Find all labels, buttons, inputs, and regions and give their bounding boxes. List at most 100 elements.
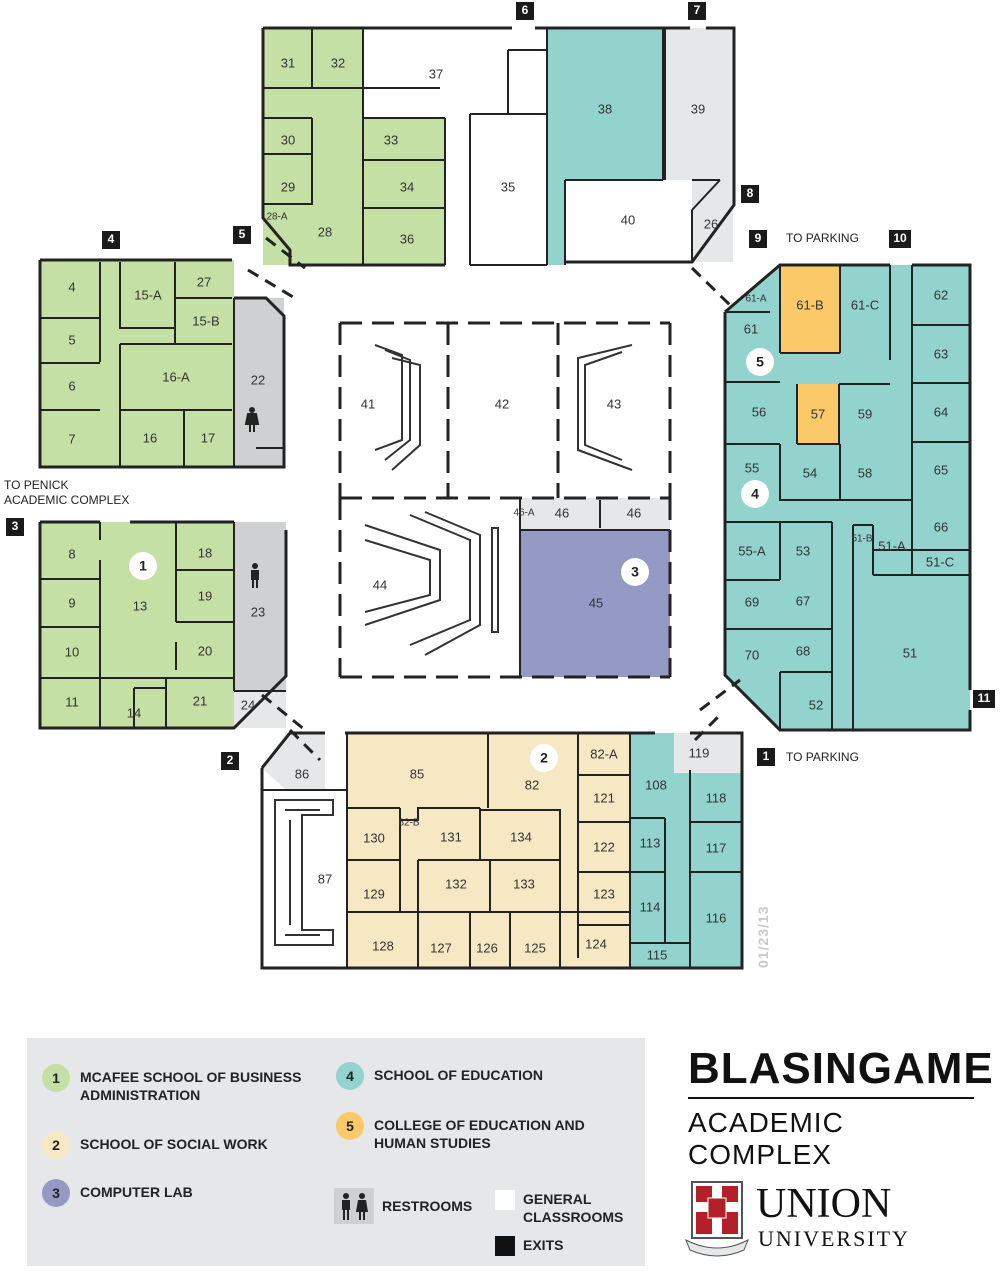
room-label: 35: [501, 179, 515, 194]
legend-bullet: 4: [336, 1062, 364, 1090]
room-label: 51-B: [851, 534, 872, 545]
east-wing: 61-A 61 61-B 61-C 62 63 64 65 66 56 57 5…: [723, 263, 972, 732]
exit-marker: 8: [747, 186, 754, 200]
legend-item-exits: EXITS: [495, 1236, 563, 1256]
room-label: 57: [811, 406, 825, 421]
room-label: 134: [510, 829, 532, 844]
room-label: 61-A: [745, 294, 766, 305]
room-label: 30: [281, 132, 295, 147]
brand-subtitle: ACADEMIC COMPLEX: [688, 1107, 844, 1170]
west-wing-south: 8 9 10 11 13 14 18 19 20 21 23 24: [38, 520, 288, 730]
room-label: 4: [68, 279, 75, 294]
room-label: 37: [429, 66, 443, 81]
exit-marker: 5: [239, 227, 246, 241]
room-label: 43: [607, 396, 621, 411]
room-label: 113: [640, 835, 661, 850]
university-name: UNION: [756, 1181, 892, 1227]
room-label: 123: [593, 886, 615, 901]
room-label: 51: [903, 645, 917, 660]
exit-marker: 10: [893, 231, 907, 245]
room-label: 124: [585, 936, 607, 951]
room-label: 18: [198, 545, 212, 560]
room-label: 13: [133, 598, 147, 613]
room-label: 85: [410, 766, 424, 781]
room-label: 15-A: [134, 287, 162, 302]
room-label: 16: [143, 430, 157, 445]
exit-markers: 1 2 3 4 5 6 7 8 9 10 11: [6, 2, 995, 770]
room-label: 14: [127, 705, 141, 720]
brand-block: BLASINGAME ACADEMIC COMPLEX: [688, 1044, 994, 1171]
room-label: 53: [796, 543, 810, 558]
room-label: 108: [645, 777, 667, 792]
room-label: 45: [589, 595, 603, 610]
room-label: 7: [68, 431, 75, 446]
brand-title: BLASINGAME: [688, 1044, 994, 1093]
exit-marker: 4: [108, 232, 115, 246]
room-label: 65: [934, 462, 948, 477]
exit-marker: 7: [694, 3, 701, 17]
legend-label: SCHOOL OF EDUCATION: [374, 1067, 544, 1083]
room-label: 33: [384, 132, 398, 147]
legend-bullet: 3: [42, 1179, 70, 1207]
room-label: 29: [281, 179, 295, 194]
legend-item-restrooms: RESTROOMS: [334, 1188, 472, 1224]
room-label: 82-A: [590, 746, 618, 761]
west-wing-north: 4 5 6 7 15-A 15-B 16-A 16 17 27 22: [38, 258, 286, 469]
zone-marker: 5: [756, 354, 764, 370]
room-label: 38: [598, 101, 612, 116]
room-label: 55-A: [738, 543, 766, 558]
legend-label: RESTROOMS: [382, 1198, 473, 1214]
room-label: 36: [400, 231, 414, 246]
zone-markers: 1 2 3 4 5: [129, 348, 774, 772]
room-label: 16-A: [162, 369, 190, 384]
room-label: 10: [65, 644, 79, 659]
exit-marker: 6: [522, 3, 529, 17]
room-label: 133: [513, 876, 535, 891]
womens-restroom-icon: [244, 407, 260, 432]
room-label: 44: [373, 577, 387, 592]
university-seal-icon: [685, 1181, 749, 1257]
room-label: 23: [251, 604, 265, 619]
center-block: 41 42 43 44 45 46-A 46 46: [338, 321, 672, 679]
room-label: 59: [858, 406, 872, 421]
legend-item-social-work: 2 SCHOOL OF SOCIAL WORK: [42, 1131, 268, 1159]
room-label: 61-B: [796, 297, 823, 312]
zone-marker: 1: [139, 558, 147, 574]
room-label: 5: [68, 332, 75, 347]
room-label: 70: [745, 647, 759, 662]
room-label: 15-B: [192, 313, 219, 328]
room-label: 39: [691, 101, 705, 116]
to-penick-note-line2: ACADEMIC COMPLEX: [4, 493, 129, 507]
to-parking-north-note: TO PARKING: [786, 231, 859, 245]
room-label: 17: [201, 430, 215, 445]
room-label: 68: [796, 643, 810, 658]
room-label: 62: [934, 287, 948, 302]
room-label: 129: [363, 886, 385, 901]
legend-label: COLLEGE OF EDUCATION AND: [374, 1117, 585, 1133]
room-label: 69: [745, 594, 759, 609]
legend-bullet: 2: [42, 1131, 70, 1159]
room-label: 26: [704, 216, 718, 231]
room-label: 27: [197, 274, 211, 289]
entry-corridors: [247, 236, 741, 762]
room-label: 130: [363, 830, 385, 845]
room-label: 86: [295, 766, 309, 781]
room-label: 118: [706, 790, 727, 805]
room-label: 126: [476, 940, 498, 955]
legend-item-education: 4 SCHOOL OF EDUCATION: [336, 1062, 544, 1090]
room-label: 51-A: [878, 538, 906, 553]
exit-swatch: [495, 1236, 515, 1256]
room-label: 127: [430, 940, 452, 955]
room-label: 117: [706, 840, 727, 855]
room-label: 87: [318, 871, 332, 886]
room-label: 121: [593, 790, 615, 805]
room-label: 31: [281, 55, 295, 70]
room-label: 51-C: [926, 554, 954, 569]
room-label: 6: [68, 378, 75, 393]
zone-marker: 3: [631, 564, 639, 580]
room-label: 61-C: [851, 297, 879, 312]
